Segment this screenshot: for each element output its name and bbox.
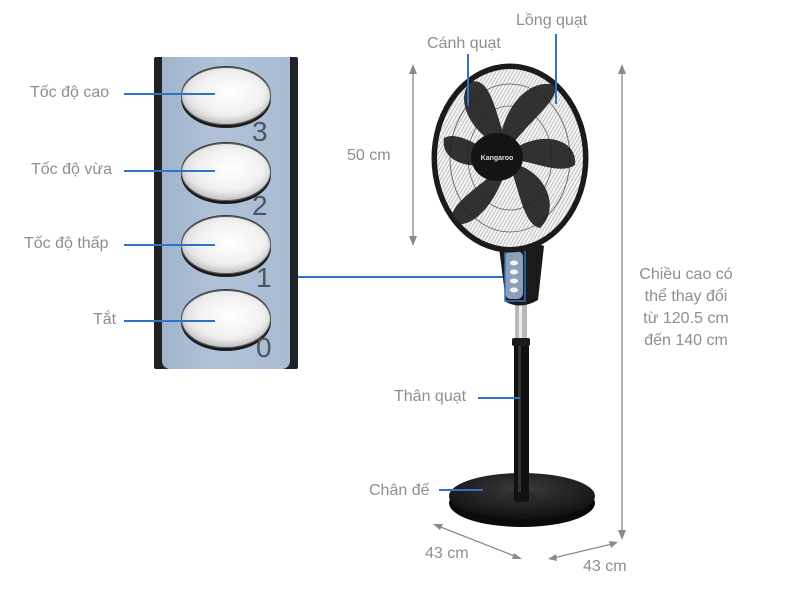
dimension-line-base-width (548, 541, 618, 561)
dimension-base-depth: 43 cm (425, 545, 469, 562)
fan-pole (512, 300, 530, 502)
dimension-base-width: 43 cm (583, 558, 627, 575)
leader-line-speed-medium (124, 170, 215, 172)
off-button[interactable] (181, 290, 271, 348)
label-blade: Cánh quạt (427, 35, 501, 52)
label-base: Chân đế (369, 482, 430, 499)
label-cage: Lồng quạt (516, 12, 588, 29)
leader-line-blade (467, 54, 469, 106)
connector-line-panel-to-fan (298, 276, 506, 278)
label-speed-high: Tốc độ cao (30, 84, 110, 101)
leader-line-base (439, 489, 483, 491)
leader-line-speed-low (124, 244, 215, 246)
adjustable-height-line-2: thể thay đổi (644, 288, 728, 305)
label-speed-medium: Tốc độ vừa (31, 161, 112, 178)
fan-hub: Kangaroo (471, 133, 523, 181)
adjustable-height-line-1: Chiều cao có (639, 266, 733, 283)
speed-medium-button[interactable] (181, 143, 271, 201)
dimension-line-base-depth (433, 524, 522, 559)
speed-high-number: 3 (252, 116, 268, 147)
brand-logo: Kangaroo (481, 155, 514, 162)
dimension-adjustable-height: Chiều cao có thể thay đổi từ 120.5 cm đế… (626, 264, 746, 352)
dimension-line-head-height (409, 64, 417, 246)
speed-high-button[interactable] (181, 67, 271, 125)
adjustable-height-line-3: từ 120.5 cm (643, 310, 729, 327)
dimension-head-height: 50 cm (347, 147, 391, 164)
label-body: Thân quạt (394, 388, 467, 405)
leader-line-off (124, 320, 215, 322)
dimension-line-total-height (618, 64, 626, 540)
speed-medium-number: 2 (252, 190, 268, 221)
leader-line-body (478, 397, 520, 399)
speed-low-number: 1 (256, 262, 272, 293)
label-off: Tắt (93, 311, 117, 328)
speed-low-button[interactable] (181, 216, 271, 274)
label-speed-low: Tốc độ thấp (24, 235, 109, 252)
leader-line-cage (555, 34, 557, 104)
off-number: 0 (256, 332, 272, 363)
adjustable-height-line-4: đến 140 cm (644, 332, 728, 349)
fan-blades (443, 81, 576, 228)
leader-line-speed-high (124, 93, 215, 95)
fan-neck-housing (498, 238, 544, 306)
